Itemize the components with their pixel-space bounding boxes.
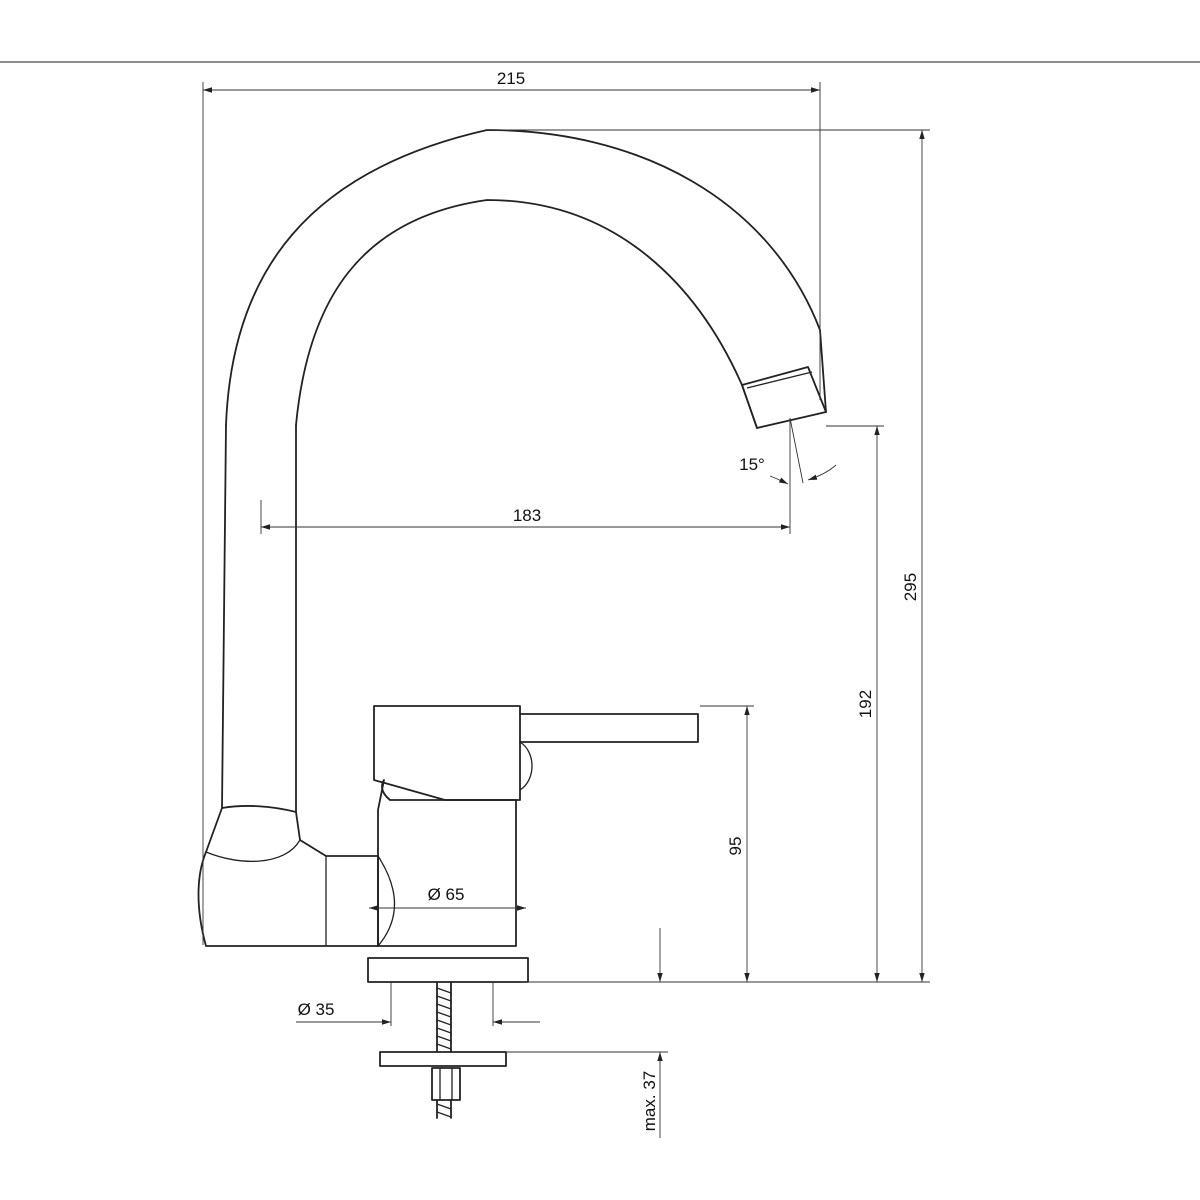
top-divider [0,61,1200,63]
swivel-collar-seam [205,839,301,862]
max-counter-thickness-label: max. 37 [640,1071,659,1131]
spout-riser-front [221,424,227,809]
mixer-body [377,779,517,947]
dimension-body-height: 95 [700,705,754,982]
swivel-collar [197,805,379,947]
lever-handle [519,713,699,743]
cartridge-detail [519,741,533,791]
body-height-label: 95 [726,837,745,856]
dimension-total-height: 295 [487,129,930,982]
dimension-spout-height: 192 [826,425,884,982]
dimension-overall-reach: 215 [202,69,821,945]
shank-diameter-label: Ø 35 [298,1000,335,1019]
dimension-base-diameter: Ø 65 [369,885,526,911]
spout-outer-edge [225,129,827,426]
mounting-washer [379,1051,507,1067]
spout-height-label: 192 [856,690,875,718]
spout-angle-label: 15° [739,455,765,474]
dimension-spout-angle: 15° [739,417,837,485]
aerator-band [746,371,813,389]
spout-inner-edge [295,199,758,429]
mounting-nut [431,1067,461,1101]
total-height-label: 295 [901,573,920,601]
lever-head [373,705,521,801]
aerator-tip [741,366,827,429]
spout-reach-label: 183 [513,506,541,525]
dimension-spout-reach: 183 [260,418,791,534]
threaded-shank [436,981,452,1119]
faucet-outline [197,129,827,1119]
mixer-body-curve [377,855,396,947]
overall-reach-label: 215 [497,69,525,88]
dimension-max-counter-thickness: max. 37 [506,928,930,1138]
dimension-shank-diameter: Ø 35 [296,982,540,1026]
base-plate [367,957,529,983]
base-diameter-label: Ø 65 [428,885,465,904]
